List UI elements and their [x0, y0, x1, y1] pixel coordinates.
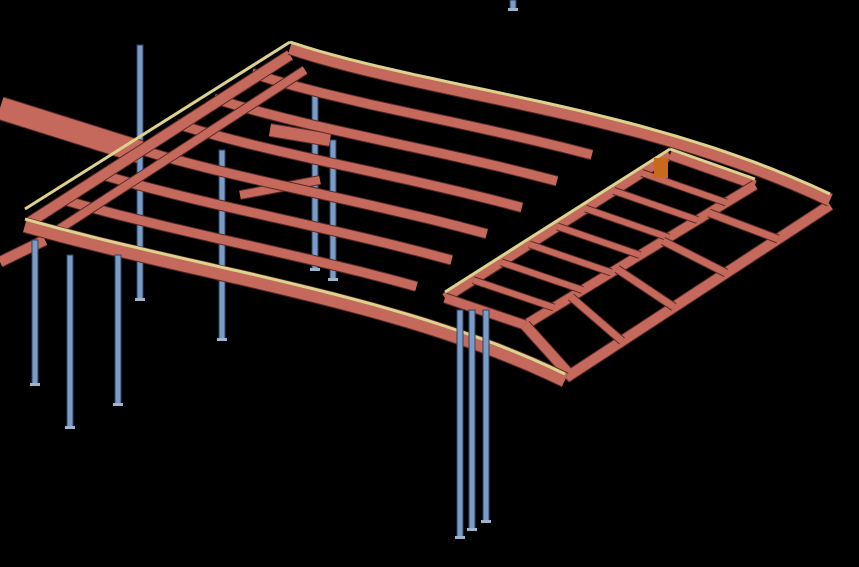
column-back-1-base-plate: [217, 338, 227, 341]
column-back-0-base-plate: [135, 298, 145, 301]
outer-joist-3: [661, 237, 728, 277]
rafter-beam-3: [175, 119, 523, 212]
rail-top: [289, 40, 831, 196]
outer-joist-1: [568, 294, 625, 344]
frame-joist-2: [500, 259, 584, 293]
outer-joist-2: [615, 266, 676, 310]
column-front-1: [66, 254, 74, 429]
rafter-beam-5: [99, 170, 453, 265]
outer-frame-beam: [521, 200, 833, 382]
column-front-3-base-plate: [455, 536, 465, 539]
frame-joist-1: [472, 277, 555, 311]
column-front-1-base-plate: [65, 426, 75, 429]
outer-joist-4: [707, 209, 780, 243]
frame-joist-6: [612, 187, 699, 223]
rafter-beam-2: [213, 94, 559, 186]
edge-beam-front: [23, 218, 568, 387]
edge-beam-top: [288, 42, 833, 206]
column-front-2-base-plate: [113, 403, 123, 406]
rail-frame-left: [444, 147, 671, 294]
purlin-grey-1: [269, 124, 331, 146]
edge-beam-back-left-inner: [47, 66, 308, 239]
column-front-0-base-plate: [30, 383, 40, 386]
rail-back-left: [24, 40, 291, 211]
column-front-5: [482, 309, 490, 523]
rafter-beam-4: [137, 144, 488, 239]
column-back-2-base-plate: [310, 268, 320, 271]
stub-beam-left-upper: [0, 97, 144, 163]
rafter-beam-1: [250, 69, 594, 160]
frame-joist-3: [528, 241, 613, 276]
column-front-0: [31, 239, 39, 386]
frame-beam-top: [668, 150, 757, 190]
rafter-beam-6: [61, 195, 418, 291]
column-front-5-base-plate: [481, 520, 491, 523]
column-back-4-base-plate: [508, 8, 518, 11]
frame-joist-5: [584, 205, 670, 241]
column-back-3-base-plate: [328, 278, 338, 281]
column-front-4-base-plate: [467, 528, 477, 531]
column-front-4: [468, 309, 476, 531]
frame-joist-4: [556, 223, 641, 258]
column-front-2: [114, 254, 122, 406]
column-front-3: [456, 309, 464, 539]
rail-front: [24, 217, 566, 376]
rail-frame-top: [669, 147, 756, 181]
edge-beam-back-left: [27, 50, 293, 227]
gusset-plate: [654, 158, 668, 178]
